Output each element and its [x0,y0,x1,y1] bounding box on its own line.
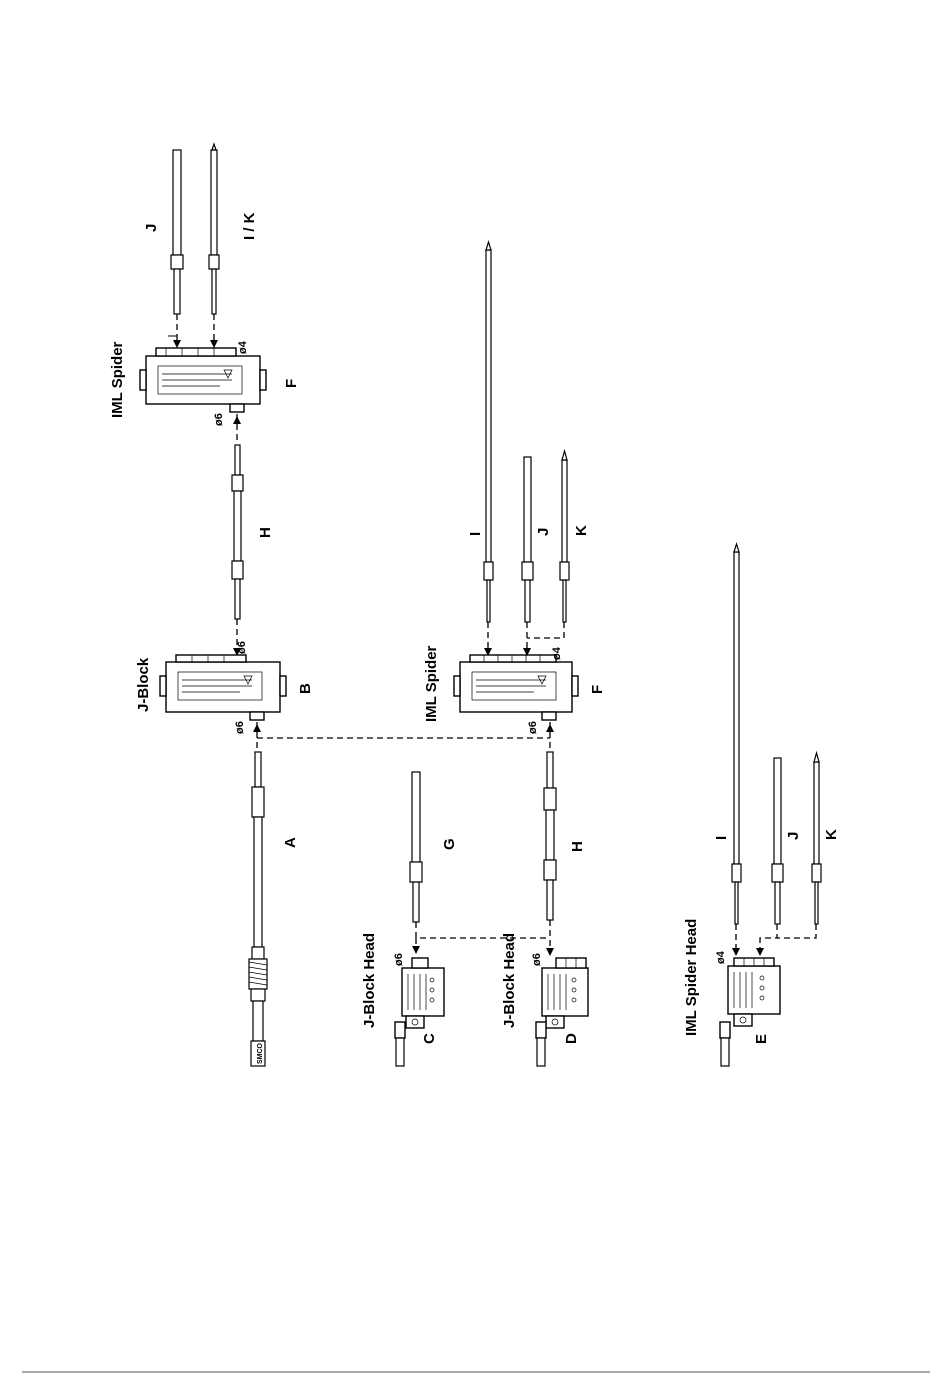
cable-k-bottom [777,753,821,938]
letter-i-bottom: I [713,836,730,840]
iml-spider-head-label: IML Spider Head [683,919,700,1036]
diameter-top-spider-in: ø6 [213,413,225,426]
letter-k-bottom: K [823,829,840,840]
diameter-jblock-top: ø6 [236,641,248,654]
letter-h-top: H [257,527,274,538]
j-block-head-c [395,958,444,1066]
letter-g: G [441,838,458,850]
diameter-jblock-bottom: ø6 [234,721,246,734]
cable-j-top [168,150,183,348]
letter-ik-top: I / K [241,212,258,240]
diameter-head-e: ø4 [715,950,727,964]
j-block-head-d-label: J-Block Head [501,933,518,1028]
iml-spider-head-e [720,958,780,1066]
cable-a [249,722,267,1066]
letter-b: B [297,683,314,694]
letter-i-mid: I [467,532,484,536]
cable-k-mid [527,451,569,638]
cable-i-bottom [732,544,741,956]
j-block-head-c-label: J-Block Head [361,933,378,1028]
letter-f-top: F [283,379,300,388]
letter-f-mid: F [589,685,606,694]
letter-h-bottom: H [569,841,586,852]
j-block [160,655,286,720]
cable-h-top [232,414,243,656]
letter-j-top: J [143,224,160,232]
letter-a: A [282,837,299,848]
iml-spider-mid-label: IML Spider [423,645,440,722]
diameter-top-spider-out: ø4 [237,340,249,354]
cable-h-bottom [544,722,556,956]
diameter-mid-spider-out: ø4 [551,646,563,660]
letter-c: C [421,1033,438,1044]
cable-i-mid [484,242,493,656]
letter-j-mid: J [535,528,552,536]
iml-spider-mid [454,655,578,720]
letter-j-bottom: J [785,832,802,840]
cable-j-bottom [756,758,783,956]
iml-spider-top [140,348,266,412]
letter-e: E [753,1034,770,1044]
j-block-label: J-Block [135,657,152,712]
letter-d: D [563,1033,580,1044]
diameter-head-c: ø6 [393,953,405,966]
diameter-mid-spider-in: ø6 [527,721,539,734]
iml-spider-top-label: IML Spider [109,341,126,418]
j-block-head-d [536,958,588,1066]
cable-ik-top [209,144,219,348]
brand-mark: SMCO [257,1042,264,1064]
cable-g [410,772,550,954]
diameter-head-d: ø6 [531,953,543,966]
spring-connector [249,959,267,989]
letter-k-mid: K [573,525,590,536]
cable-j-mid [522,457,533,656]
